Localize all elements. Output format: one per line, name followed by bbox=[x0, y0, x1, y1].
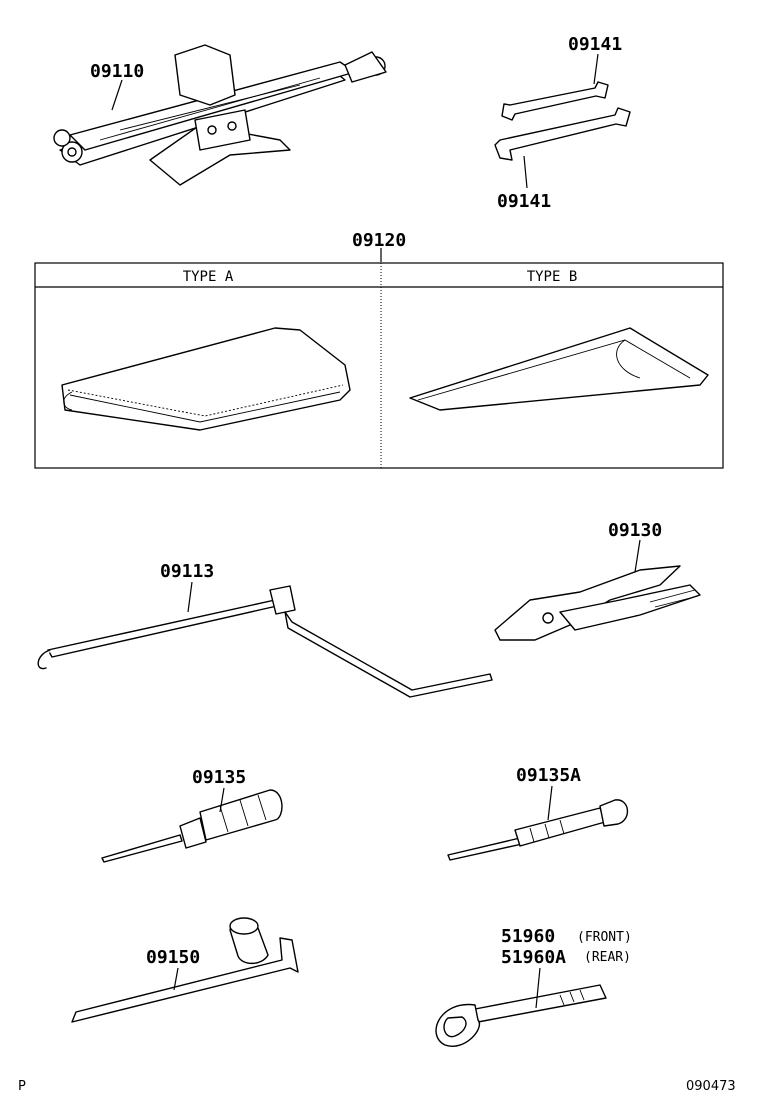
scissor-jack-illustration bbox=[53, 44, 387, 186]
part-number-tool-bag: 09120 bbox=[352, 230, 406, 251]
leader-handle bbox=[187, 581, 193, 613]
wrench-illustration bbox=[494, 81, 631, 161]
part-number-tow-hook-front: 51960 bbox=[501, 926, 555, 947]
leader-socket-wrench bbox=[173, 967, 179, 991]
table-header-type-a: TYPE A bbox=[183, 269, 234, 285]
leader-towing-eye bbox=[535, 967, 541, 1009]
note-rear: (REAR) bbox=[584, 950, 631, 965]
part-number-handle: 09113 bbox=[160, 561, 214, 582]
footer-left: P bbox=[18, 1079, 26, 1094]
part-number-jack: 09110 bbox=[90, 61, 144, 82]
jack-handle-illustration bbox=[37, 585, 493, 698]
tool-bag-type-a-illustration bbox=[61, 327, 351, 431]
leader-wrench-bottom bbox=[523, 155, 528, 189]
leader-wrench-top bbox=[593, 53, 599, 85]
part-number-socket-wrench: 09150 bbox=[146, 947, 200, 968]
leader-screwdriver bbox=[219, 787, 225, 813]
part-number-pliers: 09130 bbox=[608, 520, 662, 541]
part-number-wrench-bottom: 09141 bbox=[497, 191, 551, 212]
note-front: (FRONT) bbox=[577, 930, 632, 945]
socket-wrench-illustration bbox=[71, 917, 299, 1023]
table-header-type-b: TYPE B bbox=[527, 269, 578, 285]
part-number-screwdriver: 09135 bbox=[192, 767, 246, 788]
part-number-wrench-top: 09141 bbox=[568, 34, 622, 55]
leader-pliers bbox=[634, 539, 641, 573]
tool-bag-type-b-illustration bbox=[409, 327, 709, 411]
leader-screwdriver-a bbox=[547, 785, 553, 821]
screwdriver-a-illustration bbox=[447, 799, 629, 861]
part-number-screwdriver-a: 09135A bbox=[516, 765, 581, 786]
part-number-tow-hook-rear: 51960A bbox=[501, 947, 566, 968]
tool-bag-table bbox=[34, 262, 724, 469]
towing-eye-illustration bbox=[435, 984, 607, 1047]
pliers-illustration bbox=[494, 565, 701, 641]
footer-right: 090473 bbox=[686, 1079, 736, 1094]
leader-jack bbox=[111, 79, 123, 111]
screwdriver-illustration bbox=[101, 789, 283, 863]
